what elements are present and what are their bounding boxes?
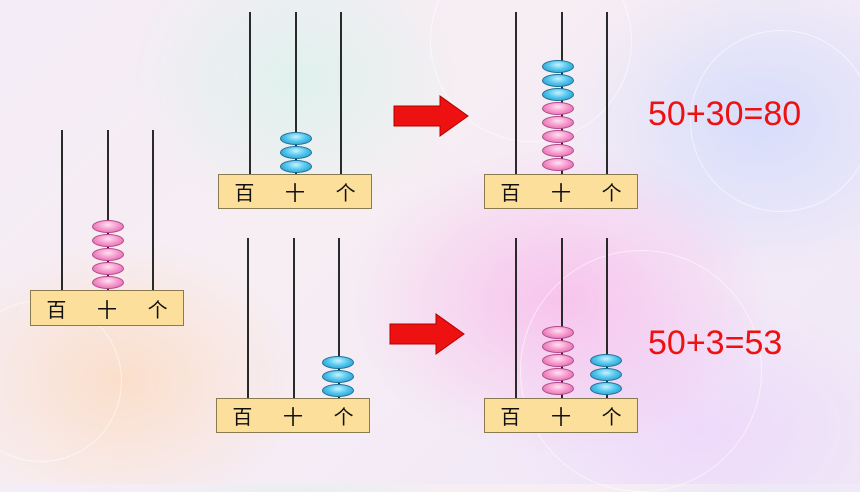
tens-bead [542, 74, 574, 87]
label-tens: 十 [96, 297, 117, 322]
place-value-base: 百 十 个 [218, 174, 372, 209]
right-arrow-icon [389, 313, 465, 355]
label-tens: 十 [550, 181, 571, 205]
label-ones: 个 [147, 297, 168, 322]
rod-ones [340, 12, 342, 174]
abacus-left: 百 十 个 [30, 130, 184, 326]
tens-bead [542, 102, 574, 115]
label-tens: 十 [550, 405, 571, 429]
label-hundreds: 百 [232, 405, 253, 429]
rod-tens [561, 238, 563, 398]
tens-bead [542, 60, 574, 73]
abacus-top-right: 百 十 个 [484, 12, 638, 209]
ones-bead [590, 354, 622, 367]
tens-bead [542, 354, 574, 367]
tens-bead [542, 116, 574, 129]
tens-bead [542, 368, 574, 381]
label-ones: 个 [333, 405, 354, 429]
label-hundreds: 百 [500, 405, 521, 429]
tens-bead [542, 158, 574, 171]
tens-bead [280, 132, 312, 145]
ones-bead [322, 384, 354, 397]
rod-tens [293, 238, 295, 398]
right-arrow-icon [393, 95, 469, 137]
rod-hundreds [249, 12, 251, 174]
label-ones: 个 [601, 405, 622, 429]
rod-ones [606, 12, 608, 174]
equation-top: 50+30=80 [648, 95, 802, 133]
rod-hundreds [247, 238, 249, 398]
rod-hundreds [515, 12, 517, 174]
tens-bead [542, 88, 574, 101]
tens-bead [92, 234, 124, 247]
place-value-base: 百 十 个 [484, 398, 638, 433]
equation-bottom: 50+3=53 [648, 324, 783, 362]
tens-bead [542, 340, 574, 353]
ones-bead [590, 382, 622, 395]
label-tens: 十 [282, 405, 303, 429]
place-value-base: 百 十 个 [30, 290, 184, 326]
rod-hundreds [515, 238, 517, 398]
tens-bead [92, 262, 124, 275]
abacus-bottom-right: 百 十 个 [484, 238, 638, 433]
rod-hundreds [61, 130, 63, 292]
tens-bead [92, 248, 124, 261]
rod-tens [107, 130, 109, 292]
ones-bead [590, 368, 622, 381]
tens-bead [542, 130, 574, 143]
label-ones: 个 [601, 181, 622, 205]
abacus-bottom-middle: 百 十 个 [216, 238, 370, 433]
place-value-base: 百 十 个 [216, 398, 370, 433]
tens-bead [92, 276, 124, 289]
rod-ones [152, 130, 154, 292]
rod-ones [606, 238, 608, 398]
place-value-base: 百 十 个 [484, 174, 638, 209]
ones-bead [322, 356, 354, 369]
rod-ones [338, 238, 340, 398]
label-hundreds: 百 [234, 181, 255, 205]
abacus-top-middle: 百 十 个 [218, 12, 372, 209]
rod-tens [295, 12, 297, 174]
tens-bead [542, 382, 574, 395]
label-ones: 个 [335, 181, 356, 205]
tens-bead [280, 160, 312, 173]
tens-bead [92, 220, 124, 233]
ones-bead [322, 370, 354, 383]
tens-bead [280, 146, 312, 159]
tens-bead [542, 326, 574, 339]
label-hundreds: 百 [46, 297, 67, 322]
label-hundreds: 百 [500, 181, 521, 205]
tens-bead [542, 144, 574, 157]
label-tens: 十 [284, 181, 305, 205]
